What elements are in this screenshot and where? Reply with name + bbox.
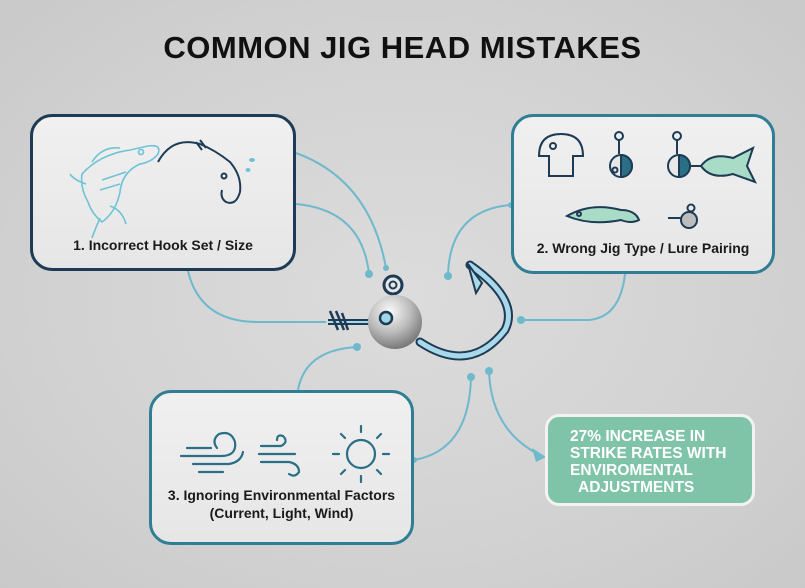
card-label-line-1: 3. Ignoring Environmental Factors: [167, 487, 396, 503]
card-label: 3. Ignoring Environmental Factors (Curre…: [152, 486, 411, 522]
stat-callout: 27% INCREASE IN STRIKE RATES WITH ENVIRO…: [545, 414, 755, 506]
current-icon: [179, 431, 245, 474]
card-label: 2. Wrong Jig Type / Lure Pairing: [536, 240, 750, 256]
sun-icon: [331, 424, 391, 484]
paddle-tail-grub-icon: [564, 206, 641, 224]
stat-line-3: ENVIROMENTAL: [570, 462, 693, 479]
ball-jig-icon: [668, 203, 698, 229]
card-label: 1. Incorrect Hook Set / Size: [73, 237, 253, 253]
bass-fish-icon: [69, 144, 160, 239]
fishing-hook-icon: [157, 139, 242, 204]
mistake-card-environment: 3. Ignoring Environmental Factors (Curre…: [149, 390, 414, 545]
card-label-line-2: (Current, Light, Wind): [209, 505, 354, 521]
wind-icon: [257, 434, 301, 477]
mushroom-jig-icon: [537, 132, 585, 177]
stat-line-1: 27% INCREASE IN: [570, 428, 706, 445]
jig-with-swimbait-icon: [667, 131, 758, 184]
page-title: COMMON JIG HEAD MISTAKES: [163, 30, 642, 65]
mistake-card-hook-set: 1. Incorrect Hook Set / Size: [30, 114, 296, 271]
mistake-card-jig-type: 2. Wrong Jig Type / Lure Pairing: [511, 114, 775, 274]
water-drops-icon: [245, 158, 255, 172]
stat-line-4: ADJUSTMENTS: [578, 479, 695, 496]
jig-head-hook-icon: [328, 260, 513, 361]
football-jig-icon: [609, 131, 633, 179]
stat-line-2: STRIKE RATES WITH: [570, 445, 727, 462]
